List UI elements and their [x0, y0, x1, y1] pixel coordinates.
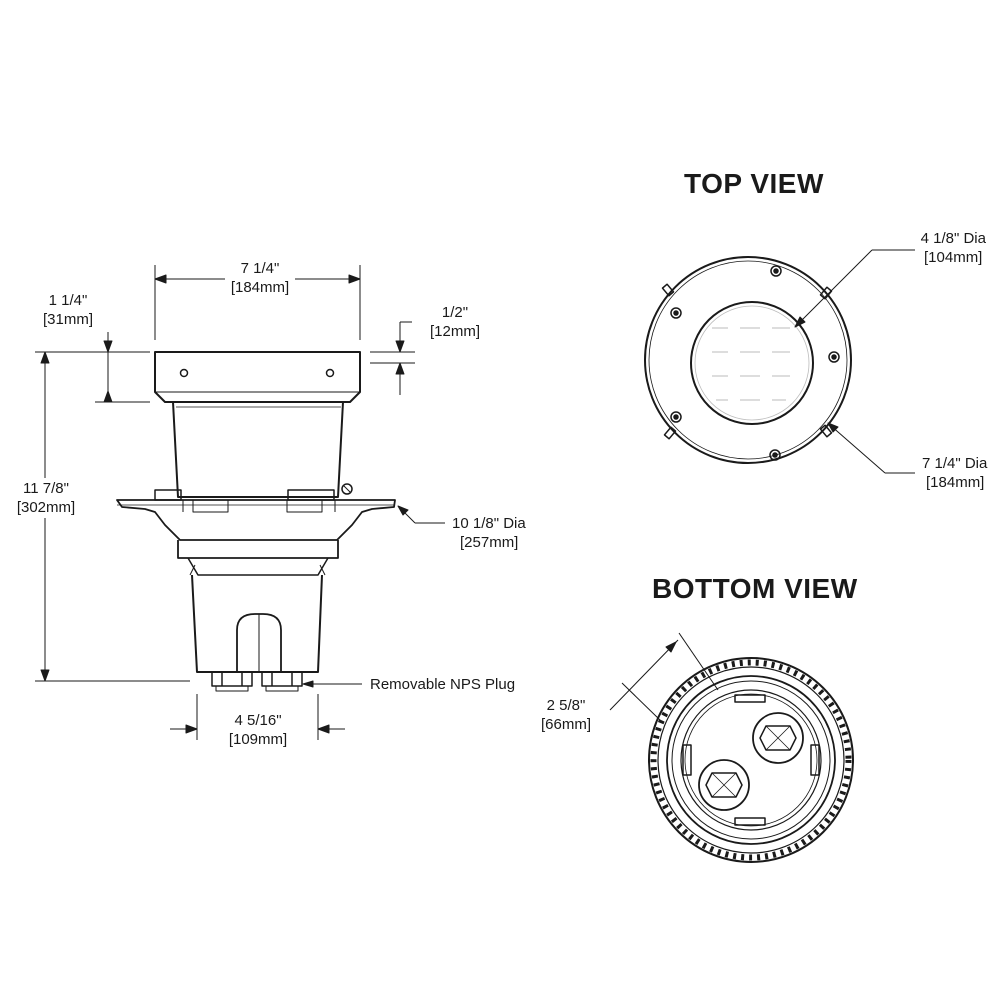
flange-dia-inches: 10 1/8" Dia: [452, 515, 526, 532]
lid-height-dimension: 1 1/4" [31mm]: [36, 291, 100, 329]
lid-offset-inches: 1/2": [441, 304, 469, 321]
top-view-dimensions: [794, 249, 915, 474]
lens-dia-dimension: 4 1/8" Dia [104mm]: [896, 229, 986, 267]
side-view-fixture: [116, 351, 396, 692]
bottom-view-fixture: [648, 657, 854, 863]
base-width-inches: 4 5/16": [234, 712, 282, 729]
lid-height-mm: [31mm]: [42, 311, 93, 328]
overall-height-mm: [302mm]: [16, 499, 76, 516]
bottom-view-dimensions: [609, 632, 719, 721]
width-top-inches: 7 1/4": [240, 260, 280, 277]
outer-dia-dimension: 7 1/4" Dia [184mm]: [922, 454, 987, 492]
flange-dia-dimension: 10 1/8" Dia [257mm]: [452, 514, 526, 552]
overall-height-inches: 11 7/8": [23, 480, 69, 497]
removable-nps-plug-label: Removable NPS Plug: [370, 676, 516, 693]
top-view-fixture: [644, 256, 852, 464]
bottom-view-title: BOTTOM VIEW: [652, 573, 858, 604]
inner-dia-dimension: 2 5/8" [66mm]: [536, 696, 596, 734]
lens-dia-mm: [104mm]: [924, 249, 983, 266]
top-view-title: TOP VIEW: [684, 168, 824, 199]
base-width-mm: [109mm]: [228, 731, 288, 748]
side-view-dimensions: [35, 265, 445, 740]
lid-height-inches: 1 1/4": [48, 292, 88, 309]
outer-dia-mm: [184mm]: [926, 474, 985, 491]
lid-offset-dimension: 1/2" [12mm]: [425, 303, 485, 341]
lens-dia-inches: 4 1/8" Dia: [920, 230, 986, 247]
inner-dia-inches: 2 5/8": [546, 697, 586, 714]
base-width-dimension: 4 5/16" [109mm]: [220, 711, 296, 749]
flange-dia-mm: [257mm]: [460, 534, 519, 551]
width-top-dimension: 7 1/4" [184mm]: [218, 259, 302, 297]
lid-offset-mm: [12mm]: [429, 323, 480, 340]
width-top-mm: [184mm]: [230, 279, 290, 296]
outer-dia-inches: 7 1/4" Dia: [922, 455, 988, 472]
overall-height-dimension: 11 7/8" [302mm]: [14, 479, 78, 517]
inner-dia-mm: [66mm]: [540, 716, 591, 733]
